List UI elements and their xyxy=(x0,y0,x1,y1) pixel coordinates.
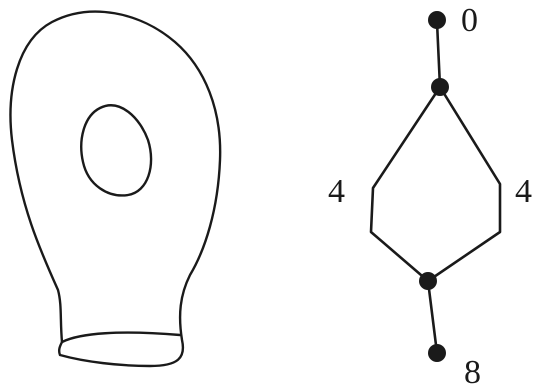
node-lower-junction xyxy=(419,272,437,290)
surface-outline xyxy=(11,12,221,366)
edge-bottom xyxy=(428,281,437,353)
label-right-edge: 4 xyxy=(515,173,532,210)
graph-figure: 0 4 4 8 xyxy=(328,2,532,390)
node-top xyxy=(428,11,446,29)
edge-right-branch xyxy=(428,87,500,281)
edge-top xyxy=(437,22,440,87)
surface-figure xyxy=(11,12,221,366)
node-bottom xyxy=(428,344,446,362)
label-top-node: 0 xyxy=(461,2,478,39)
label-left-edge: 4 xyxy=(328,173,345,210)
surface-bottom-rim xyxy=(62,333,180,342)
node-upper-junction xyxy=(431,78,449,96)
label-bottom-node: 8 xyxy=(464,354,481,390)
surface-hole xyxy=(81,105,151,195)
edge-left-branch xyxy=(371,87,440,281)
